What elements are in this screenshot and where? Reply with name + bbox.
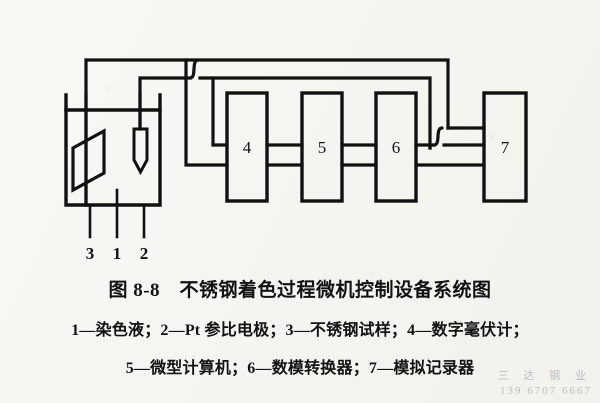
system-diagram: 3 1 2 4 5 6 (64, 58, 528, 263)
reaction-vessel (64, 93, 162, 207)
box-label-4: 4 (243, 138, 252, 157)
leader-label-2: 2 (140, 244, 149, 263)
wire-hop-icon-right (432, 126, 444, 147)
link-box5-box6 (340, 143, 378, 167)
vessel-outline (64, 93, 162, 207)
box-label-5: 5 (318, 138, 327, 157)
pt-reference-electrode (132, 127, 149, 176)
wire-outer-to-box4-lower (184, 58, 229, 167)
watermark-phone: 139 6707 6667 (500, 385, 592, 398)
box-label-7: 7 (501, 138, 510, 157)
wire-pt-to-voltmeter (138, 76, 192, 130)
stainless-steel-sample-plate (71, 128, 106, 193)
box-analog-recorder (482, 91, 528, 203)
box-microcomputer (300, 91, 344, 203)
figure-legend-line-1: 1—染色液；2—Pt 参比电极；3—不锈钢试样；4—数字毫伏计； (71, 322, 529, 339)
box-digital-analog-converter (374, 91, 418, 203)
wiring-into-voltmeter (184, 58, 432, 167)
wire-pt-bus-right (198, 76, 432, 150)
wire-inner-to-box4-upper (211, 76, 229, 147)
link-box4-box5 (265, 143, 304, 167)
figure-legend-line-2: 5—微型计算机；6—数模转换器；7—模拟记录器 (125, 360, 475, 377)
wire-hop-icon-top (188, 58, 200, 80)
leader-lines (88, 188, 146, 239)
leader-label-1: 1 (113, 244, 122, 263)
box-digital-millivoltmeter (225, 91, 269, 203)
figure-caption-title: 图 8-8 不锈钢着色过程微机控制设备系统图 (108, 280, 492, 301)
leader-label-3: 3 (86, 244, 95, 263)
electrode-leads (84, 93, 142, 207)
link-box6-box7 (414, 143, 486, 167)
box-label-6: 6 (392, 138, 401, 157)
